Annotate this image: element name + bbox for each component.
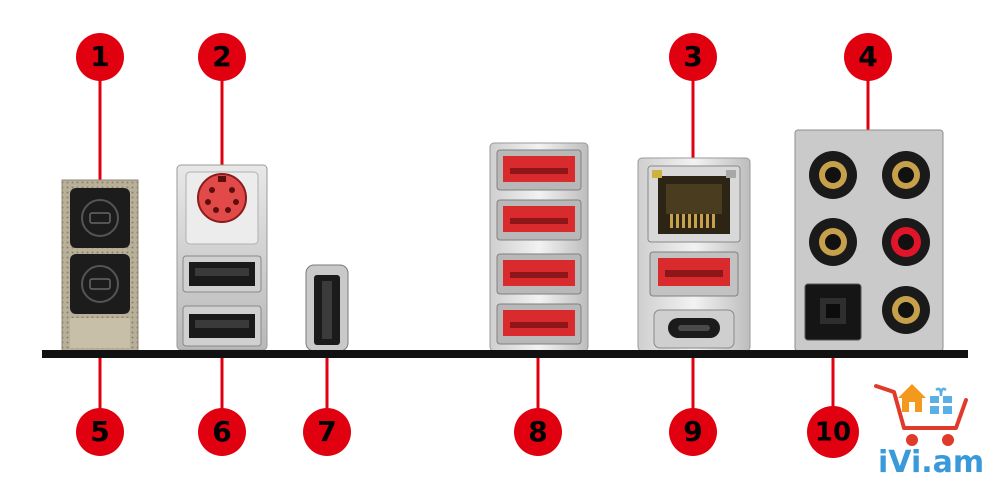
usb-port-lower <box>182 305 262 347</box>
ps2-usb-stack <box>176 164 268 351</box>
audio-jack-red <box>882 218 930 266</box>
optical-spdif-port <box>804 283 862 341</box>
usb-red-port-2 <box>496 199 582 241</box>
callout-label-9: 9 <box>683 415 702 448</box>
callout-label-6: 6 <box>212 415 231 448</box>
watermark-logo: iVi.am <box>874 384 984 480</box>
ps2-port <box>197 173 247 223</box>
callout-badge-10: 10 <box>807 406 859 458</box>
watermark-text: iVi.am <box>878 445 984 480</box>
usb-vertical-port <box>305 264 349 352</box>
callout-badge-5: 5 <box>76 408 124 456</box>
usb-red-port-1 <box>496 149 582 191</box>
callout-badge-9: 9 <box>669 408 717 456</box>
watermark-text-ivi: iVi <box>878 445 921 480</box>
usb-red-port-lan <box>649 251 739 297</box>
callout-badge-3: 3 <box>669 33 717 81</box>
audio-jack-3 <box>809 218 857 266</box>
clear-cmos-button <box>70 188 130 248</box>
lan-usb-stack <box>637 157 751 352</box>
lan-port <box>647 165 741 243</box>
audio-jack-6 <box>882 286 930 334</box>
flash-bios-button <box>70 254 130 314</box>
callout-label-2: 2 <box>212 40 231 73</box>
callout-badge-1: 1 <box>76 33 124 81</box>
callout-badge-8: 8 <box>514 408 562 456</box>
callout-label-4: 4 <box>858 40 877 73</box>
usb-c-port <box>653 309 735 349</box>
audio-jack-2 <box>882 151 930 199</box>
house-icon <box>898 384 926 412</box>
cart-icon <box>874 384 968 446</box>
usb-red-port-3 <box>496 253 582 295</box>
audio-module <box>794 129 944 352</box>
callout-badge-6: 6 <box>198 408 246 456</box>
bios-buttons-module <box>61 179 139 353</box>
usb-red-stack <box>489 142 589 352</box>
callout-label-10: 10 <box>815 418 851 448</box>
callout-label-1: 1 <box>90 40 109 73</box>
usb-port-upper <box>182 255 262 293</box>
callout-label-5: 5 <box>90 415 109 448</box>
watermark-text-am: .am <box>921 445 984 480</box>
callout-badge-4: 4 <box>844 33 892 81</box>
callout-badge-7: 7 <box>303 408 351 456</box>
audio-jack-1 <box>809 151 857 199</box>
usb-red-port-4 <box>496 303 582 345</box>
callout-label-7: 7 <box>317 415 336 448</box>
callout-label-3: 3 <box>683 40 702 73</box>
gift-icon <box>930 387 952 414</box>
callout-label-8: 8 <box>528 415 547 448</box>
base-bar <box>42 350 968 358</box>
callout-badge-2: 2 <box>198 33 246 81</box>
